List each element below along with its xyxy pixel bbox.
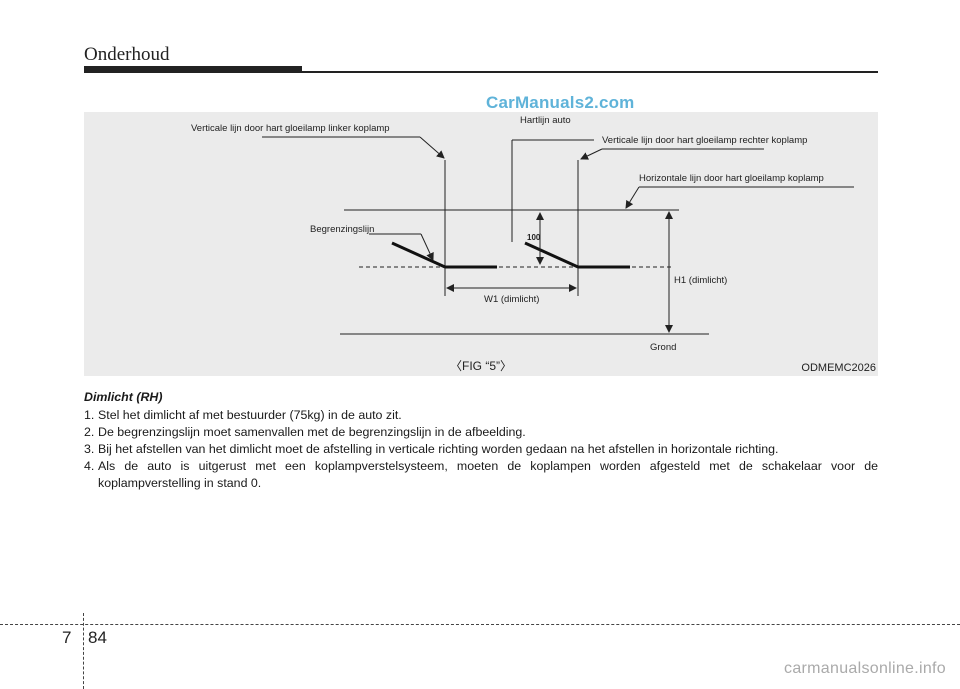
step-number: 3. xyxy=(84,442,95,456)
figure-caption: 〈FIG “5”〉 xyxy=(450,359,512,373)
label-left-vertical: Verticale lijn door hart gloeilamp linke… xyxy=(191,123,390,134)
chapter-number: 7 xyxy=(62,628,72,647)
step-number: 1. xyxy=(84,408,95,422)
instructions: Dimlicht (RH) 1.Stel het dimlicht af met… xyxy=(84,389,878,492)
subheading: Dimlicht (RH) xyxy=(84,390,163,404)
label-horizontal: Horizontale lijn door hart gloeilamp kop… xyxy=(639,173,824,184)
page-number: 84 xyxy=(88,628,107,647)
step-number: 2. xyxy=(84,425,95,439)
list-item: 1.Stel het dimlicht af met bestuurder (7… xyxy=(84,407,878,424)
leader-cutoff-arrow xyxy=(420,233,434,261)
leader-left-vertical-arrow xyxy=(419,136,445,159)
step-number: 4. xyxy=(84,459,95,473)
step-text: Als de auto is uitgerust met een koplamp… xyxy=(98,459,878,490)
step-text: De begrenzingslijn moet samenvallen met … xyxy=(98,425,526,439)
cutoff-left-slope xyxy=(391,241,446,269)
watermark-top[interactable]: CarManuals2.com xyxy=(486,93,635,112)
label-h1: H1 (dimlicht) xyxy=(674,275,727,286)
section-title: Onderhoud xyxy=(84,44,170,65)
list-item: 2.De begrenzingslijn moet samenvallen me… xyxy=(84,424,878,441)
header-rule xyxy=(84,71,878,73)
label-w1: W1 (dimlicht) xyxy=(484,294,539,305)
footer-rule xyxy=(0,624,960,625)
watermark-bottom[interactable]: carmanualsonline.info xyxy=(784,660,946,677)
step-text: Stel het dimlicht af met bestuurder (75k… xyxy=(98,408,402,422)
label-right-vertical: Verticale lijn door hart gloeilamp recht… xyxy=(602,135,807,146)
cutoff-right-slope xyxy=(524,241,579,269)
label-ground: Grond xyxy=(650,342,676,353)
list-item: 3.Bij het afstellen van het dimlicht moe… xyxy=(84,441,878,458)
steps-list: 1.Stel het dimlicht af met bestuurder (7… xyxy=(84,407,878,492)
list-item: 4.Als de auto is uitgerust met een kopla… xyxy=(84,458,878,492)
footer-divider xyxy=(83,613,84,689)
headlamp-aiming-figure: Verticale lijn door hart gloeilamp linke… xyxy=(84,112,878,376)
leader-horizontal-arrow xyxy=(625,186,640,209)
leader-right-vertical-arrow xyxy=(580,148,603,160)
step-text: Bij het afstellen van het dimlicht moet … xyxy=(98,442,779,456)
header-bar xyxy=(84,66,302,73)
label-offset-value: 100 xyxy=(527,233,541,242)
figure-code: ODMEMC2026 xyxy=(801,362,876,374)
headlamp-diagram: Verticale lijn door hart gloeilamp linke… xyxy=(191,115,854,353)
label-center-line: Hartlijn auto xyxy=(520,115,571,126)
label-cutoff: Begrenzingslijn xyxy=(310,224,374,235)
